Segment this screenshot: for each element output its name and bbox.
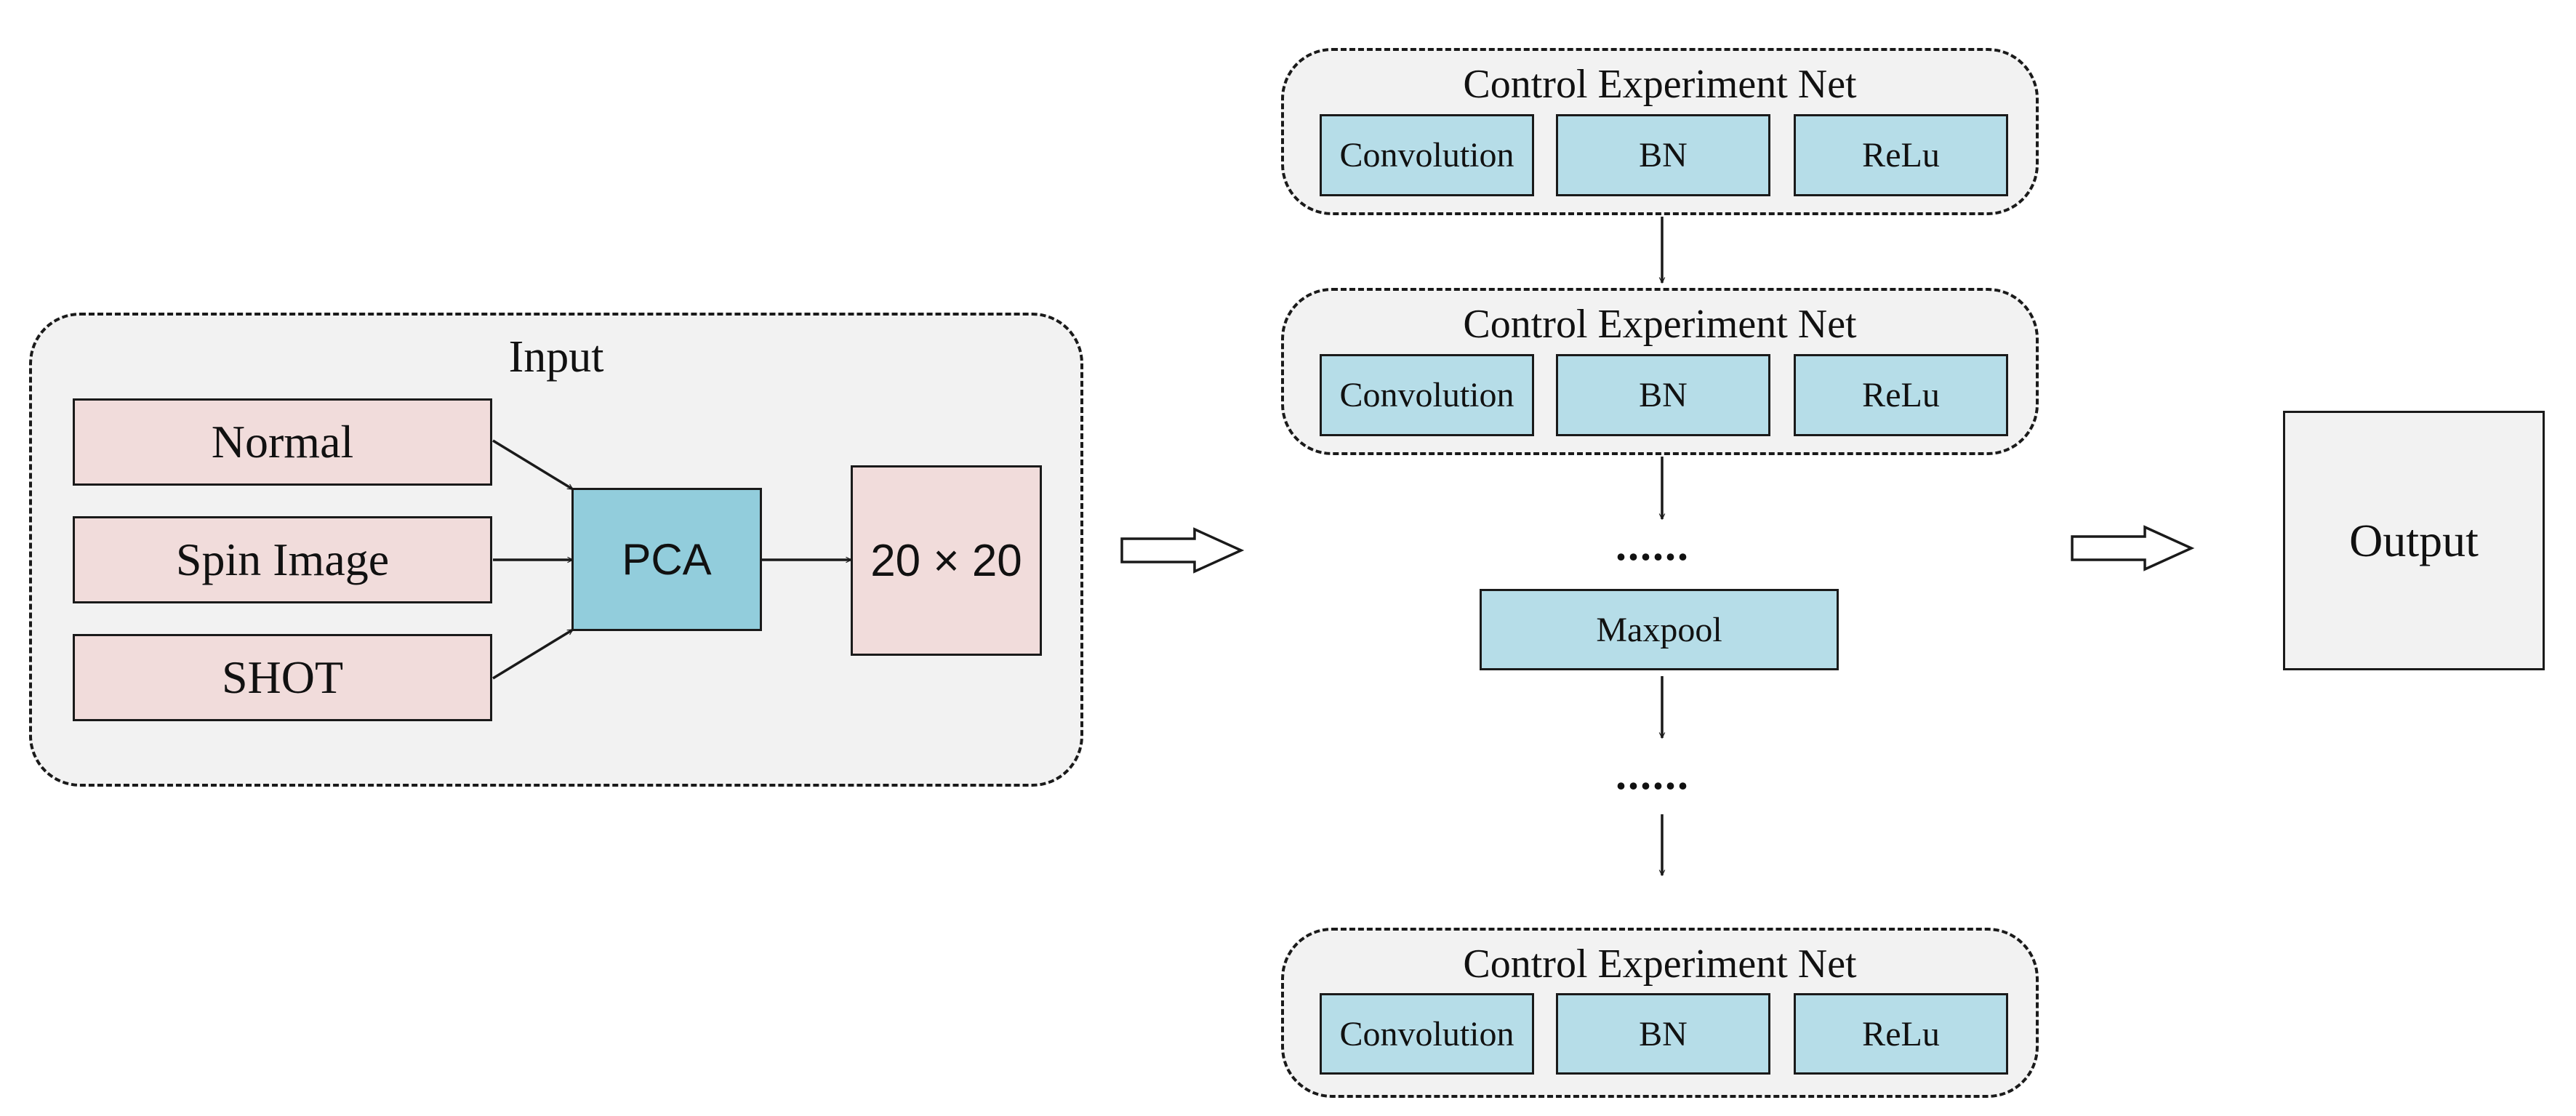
- feature-box-spin-image: Spin Image: [73, 516, 492, 603]
- block-2-relu: ReLu: [1794, 354, 2008, 436]
- block-2-convolution: Convolution: [1320, 354, 1534, 436]
- block-arrow-input-to-net: [1120, 527, 1245, 574]
- ellipsis-upper: ......: [1616, 521, 1690, 569]
- arrow-normal-to-pca: [492, 439, 573, 491]
- block-3-relu: ReLu: [1794, 993, 2008, 1075]
- output-box: Output: [2283, 411, 2545, 670]
- feature-box-shot: SHOT: [73, 634, 492, 721]
- maxpool-box: Maxpool: [1480, 589, 1839, 670]
- input-panel-title: Input: [508, 332, 604, 382]
- block-1-title: Control Experiment Net: [1463, 62, 1857, 107]
- pca-box: PCA: [571, 488, 762, 631]
- ellipsis-lower: ......: [1616, 750, 1690, 798]
- block-2-bn: BN: [1556, 354, 1770, 436]
- block-1-bn: BN: [1556, 114, 1770, 196]
- block-1-relu: ReLu: [1794, 114, 2008, 196]
- block-3-convolution: Convolution: [1320, 993, 1534, 1075]
- block-arrow-net-to-output: [2071, 525, 2195, 571]
- block-2-title: Control Experiment Net: [1463, 302, 1857, 347]
- block-3-title: Control Experiment Net: [1463, 942, 1857, 987]
- block-1-convolution: Convolution: [1320, 114, 1534, 196]
- feature-box-normal: Normal: [73, 398, 492, 486]
- arrow-shot-to-pca: [492, 628, 573, 680]
- block-3-bn: BN: [1556, 993, 1770, 1075]
